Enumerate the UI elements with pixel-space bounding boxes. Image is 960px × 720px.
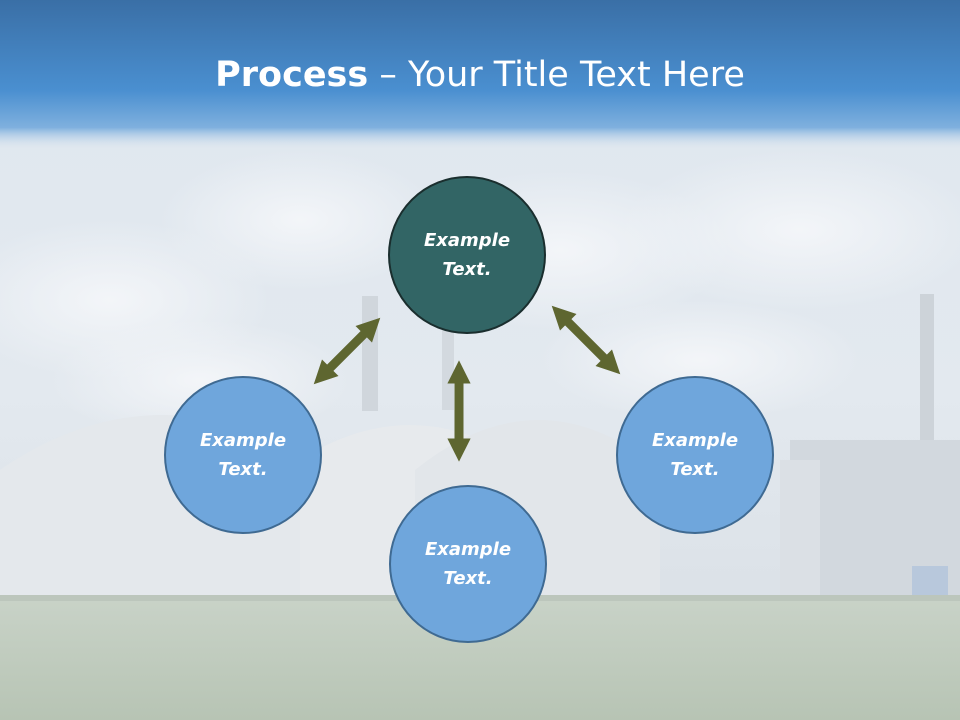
title-bold: Process bbox=[215, 55, 369, 95]
node-top-label: Example Text. bbox=[423, 230, 511, 280]
node-left-label: Example Text. bbox=[199, 430, 287, 480]
slide-title: Process – Your Title Text Here bbox=[0, 50, 960, 100]
node-left: Example Text. bbox=[164, 376, 322, 534]
title-bar bbox=[0, 0, 960, 150]
title-rest: – Your Title Text Here bbox=[368, 55, 745, 95]
node-bottom: Example Text. bbox=[389, 485, 547, 643]
arrow-top-right bbox=[551, 305, 621, 375]
node-bottom-label: Example Text. bbox=[424, 539, 512, 589]
arrow-top-left bbox=[313, 317, 381, 385]
node-top: Example Text. bbox=[388, 176, 546, 334]
node-right-label: Example Text. bbox=[651, 430, 739, 480]
node-right: Example Text. bbox=[616, 376, 774, 534]
